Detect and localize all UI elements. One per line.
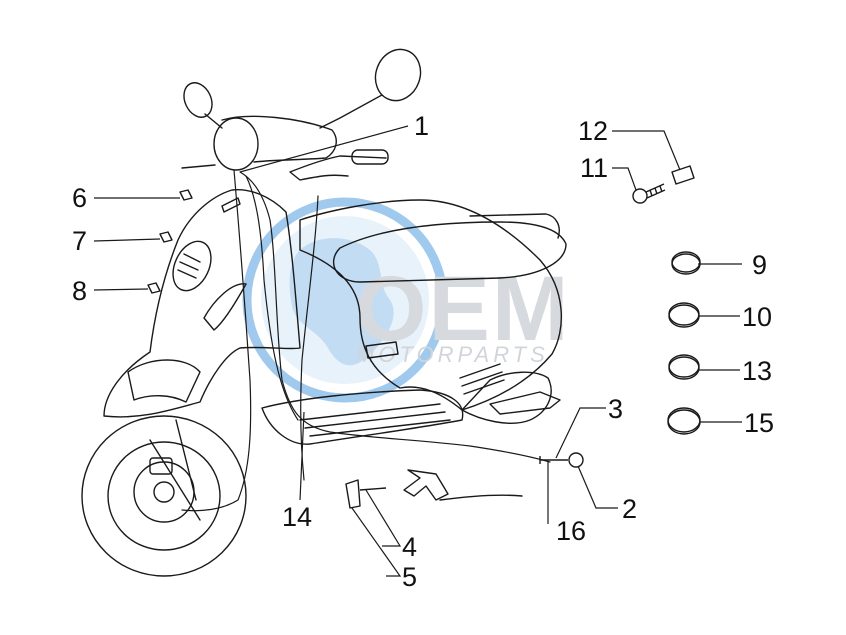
screw-4 [359,487,387,491]
callout-13: 13 [742,356,772,386]
adjuster-nut-2 [568,452,584,468]
callout-6: 6 [72,183,87,213]
leader-5 [351,507,402,577]
front-brake-cable [181,169,252,512]
engine-case [461,371,552,424]
front-grille [172,240,212,292]
right-mirror-stem [319,94,383,129]
callout-12: 12 [578,116,608,146]
callout-10: 10 [742,302,772,332]
hose-clamp-10 [668,302,700,328]
side-badge [365,341,399,359]
watermark-tagline: MOTORPARTS [356,342,549,367]
clip-plate-12 [671,165,695,185]
cable-clip-8 [147,282,161,294]
callout-labels: 1 2 3 4 5 6 7 8 9 10 11 12 13 14 15 16 [72,111,774,592]
leader-8 [93,288,149,291]
front-fender [127,359,201,403]
brake-caliper [149,457,173,475]
hose-clamp-15 [667,407,701,435]
screw-11-thread [645,183,666,199]
rear-rack [469,213,560,239]
callout-15: 15 [744,408,774,438]
cable-bracket-5 [345,479,361,509]
seat [332,221,567,283]
callout-14: 14 [282,502,312,532]
hose-clamp-13 [668,354,700,380]
left-mirror [183,82,213,118]
callout-16: 16 [556,516,586,546]
headlight [213,117,259,171]
side-cowl [299,199,562,411]
watermark-globe-ring [242,197,448,403]
stand [403,469,449,501]
front-fork [149,419,201,521]
scooter-illustration [81,48,567,577]
leader-11 [612,167,637,191]
indicator [203,283,247,331]
side-stand [439,494,523,501]
leg-shield [103,189,301,418]
callout-2: 2 [622,494,637,524]
rear-brake-arm [489,391,561,415]
brake-disc [133,461,195,523]
right-grip [351,149,389,165]
leader-3 [555,407,606,459]
throttle-cable [245,175,299,421]
leader-12 [612,130,681,171]
leader-7 [93,238,161,242]
callout-8: 8 [72,276,87,306]
callout-7: 7 [72,226,87,256]
leader-14 [299,411,305,501]
badge [221,197,241,213]
callout-4: 4 [402,532,417,562]
front-rim [107,441,221,551]
leader-lines [93,125,742,577]
cable-clip-6 [179,189,193,201]
callout-3: 3 [608,394,623,424]
left-mirror-stem [204,113,223,129]
callout-9: 9 [752,250,767,280]
cable-clip-7 [159,231,173,243]
callout-5: 5 [402,562,417,592]
right-mirror [374,48,422,102]
adjuster-16 [539,456,568,464]
callout-11: 11 [580,153,608,183]
leader-1 [239,125,409,173]
speedometer-cable [300,195,319,481]
watermark-continent [289,238,394,366]
screw-11-head [632,188,648,204]
leader-2 [577,465,618,509]
callout-1: 1 [414,111,429,141]
hose-clamp-9 [671,251,701,275]
front-wheel [81,415,247,577]
leader-4 [365,489,402,547]
